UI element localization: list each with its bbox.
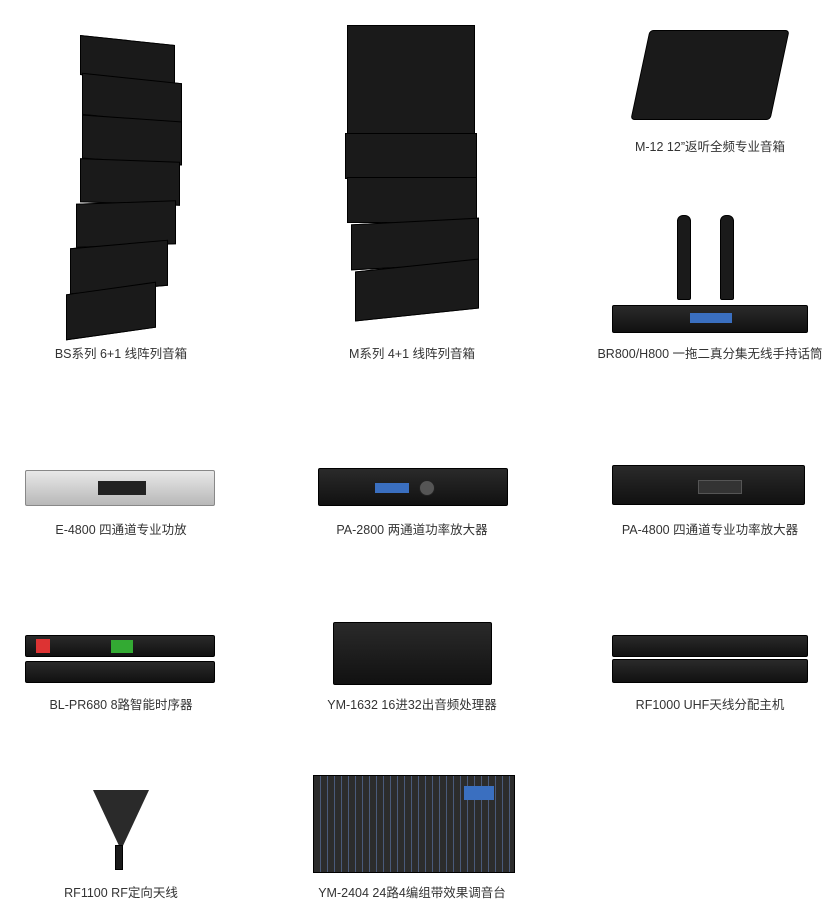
mixer-image[interactable] xyxy=(313,775,515,873)
amplifier-image[interactable] xyxy=(25,470,215,506)
antenna-distributor-image[interactable] xyxy=(612,635,808,685)
product-caption: YM-2404 24路4编组带效果调音台 xyxy=(318,886,506,900)
product-caption: YM-1632 16进32出音频处理器 xyxy=(327,698,497,712)
line-array-speaker-image[interactable] xyxy=(345,25,480,322)
product-caption: BS系列 6+1 线阵列音箱 xyxy=(54,347,188,361)
line-array-speaker-image[interactable] xyxy=(60,30,190,341)
product-caption: BL-PR680 8路智能时序器 xyxy=(49,698,193,712)
directional-antenna-image[interactable] xyxy=(85,790,151,870)
amplifier-image[interactable] xyxy=(612,465,805,505)
product-caption: PA-2800 两通道功率放大器 xyxy=(336,523,488,537)
power-sequencer-image[interactable] xyxy=(25,635,215,685)
amplifier-image[interactable] xyxy=(318,468,508,506)
product-caption: E-4800 四通道专业功放 xyxy=(55,523,187,537)
audio-processor-image[interactable] xyxy=(333,622,492,685)
product-caption: BR800/H800 一拖二真分集无线手持话筒 xyxy=(597,347,823,361)
product-caption: RF1100 RF定向天线 xyxy=(64,886,178,900)
monitor-speaker-image[interactable] xyxy=(630,20,790,128)
product-caption: M-12 12”返听全频专业音箱 xyxy=(634,140,786,154)
wireless-microphone-image[interactable] xyxy=(612,215,808,335)
product-caption: M系列 4+1 线阵列音箱 xyxy=(348,347,476,361)
product-caption: PA-4800 四通道专业功率放大器 xyxy=(621,523,799,537)
product-caption: RF1000 UHF天线分配主机 xyxy=(635,698,785,712)
